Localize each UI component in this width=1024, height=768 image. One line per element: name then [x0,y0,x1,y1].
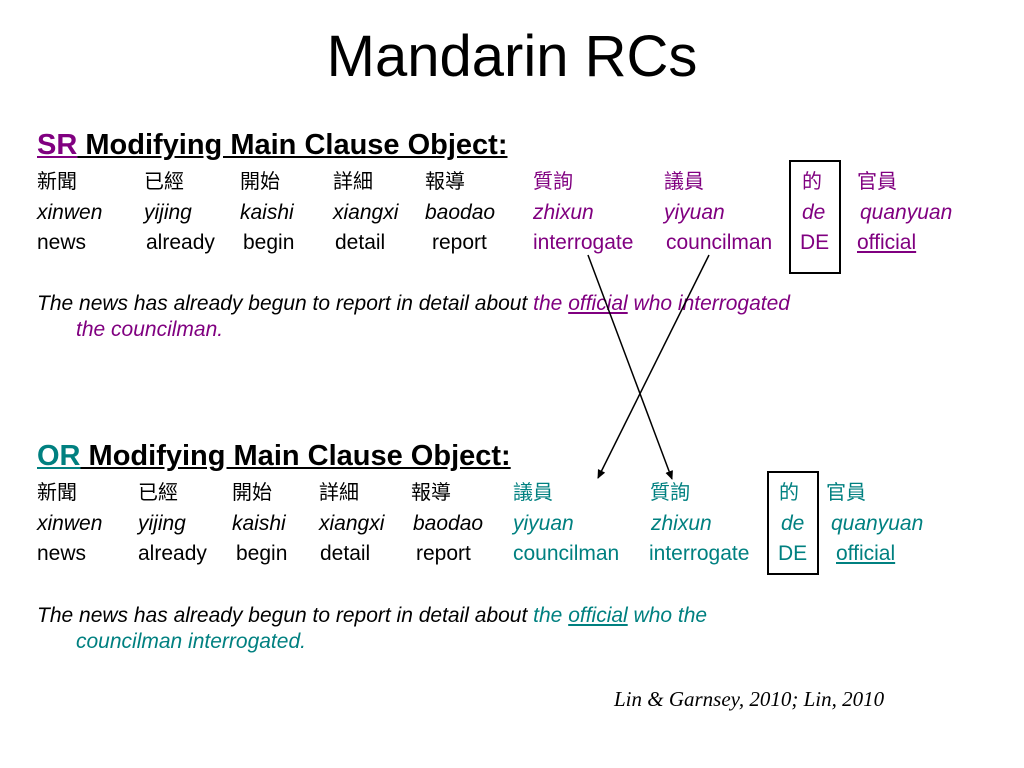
sr-translation-post: who interrogated [627,292,790,315]
or-pinyin-7: zhixun [651,512,712,535]
or-gloss-7: interrogate [649,542,750,565]
or-gloss-9: official [836,542,896,565]
citation: Lin & Garnsey, 2010; Lin, 2010 [614,687,885,711]
sr-translation-the: the [533,292,569,315]
or-gloss-6: councilman [513,542,620,565]
arrow-interrogate [587,254,673,480]
or-gloss-1: news [37,542,87,565]
sr-pinyin-8: de [802,201,826,224]
or-abbr: OR [37,440,81,472]
or-de-box [767,471,819,575]
sr-gloss-5: report [432,231,487,254]
or-gloss-5: report [416,542,471,565]
sr-chinese-6: 質詢 [533,169,573,193]
or-gloss-2: already [138,542,207,565]
or-translation-the: the [533,604,569,627]
sr-gloss-8: DE [800,231,830,254]
or-pinyin-2: yijing [138,512,186,535]
or-heading: OR Modifying Main Clause Object: [37,439,511,473]
sr-pinyin-6: zhixun [533,201,594,224]
or-chinese-2: 已經 [138,480,178,504]
sr-heading: SR Modifying Main Clause Object: [37,128,508,162]
sr-gloss-1: news [37,231,87,254]
or-chinese-9: 官員 [826,480,866,504]
sr-translation-official: official [568,292,628,315]
sr-gloss-9: official [857,231,917,254]
sr-chinese-2: 已經 [144,169,184,193]
sr-gloss-6: interrogate [533,231,634,254]
slide-title: Mandarin RCs [326,24,698,89]
or-pinyin-5: baodao [413,512,484,535]
or-gloss-4: detail [320,542,371,565]
or-pinyin-8: de [781,512,805,535]
or-pinyin-3: kaishi [232,512,286,535]
sr-heading-text: Modifying Main Clause Object: [77,129,508,161]
sr-gloss-3: begin [243,231,295,254]
sr-pinyin-7: yiyuan [664,201,725,224]
sr-pinyin-4: xiangxi [333,201,399,224]
or-translation-post: who the [627,604,708,627]
sr-pinyin-5: baodao [425,201,496,224]
sr-translation-line1: The news has already begun to report in … [37,291,790,317]
or-translation-line2: councilman interrogated. [76,630,306,653]
sr-chinese-1: 新聞 [37,169,77,193]
sr-chinese-8: 的 [802,169,822,193]
or-heading-text: Modifying Main Clause Object: [80,440,511,472]
sr-pinyin-9: quanyuan [860,201,953,224]
or-pinyin-9: quanyuan [831,512,924,535]
or-translation-official: official [568,604,628,627]
sr-de-box [789,160,841,274]
or-chinese-1: 新聞 [37,480,77,504]
sr-gloss-4: detail [335,231,386,254]
sr-chinese-9: 官員 [857,169,897,193]
sr-pinyin-1: xinwen [37,201,103,224]
or-chinese-4: 詳細 [319,480,359,504]
sr-chinese-7: 議員 [664,169,704,193]
or-pinyin-1: xinwen [37,512,103,535]
sr-gloss-2: already [146,231,215,254]
or-translation-line1: The news has already begun to report in … [37,603,707,629]
or-chinese-8: 的 [779,480,799,504]
sr-gloss-7: councilman [666,231,773,254]
sr-chinese-5: 報導 [425,169,465,193]
or-chinese-7: 質詢 [650,480,690,504]
or-chinese-5: 報導 [411,480,451,504]
arrow-councilman [597,254,710,479]
or-gloss-8: DE [778,542,808,565]
or-translation-pre: The news has already begun to report in … [37,604,534,627]
sr-translation-line2: the councilman. [76,318,224,341]
sr-pinyin-2: yijing [144,201,192,224]
sr-pinyin-3: kaishi [240,201,294,224]
sr-chinese-4: 詳細 [333,169,373,193]
or-chinese-3: 開始 [232,480,272,504]
or-pinyin-6: yiyuan [513,512,574,535]
or-gloss-3: begin [236,542,288,565]
sr-chinese-3: 開始 [240,169,280,193]
or-chinese-6: 議員 [513,480,553,504]
or-pinyin-4: xiangxi [319,512,385,535]
sr-translation-pre: The news has already begun to report in … [37,292,534,315]
sr-abbr: SR [37,129,78,161]
